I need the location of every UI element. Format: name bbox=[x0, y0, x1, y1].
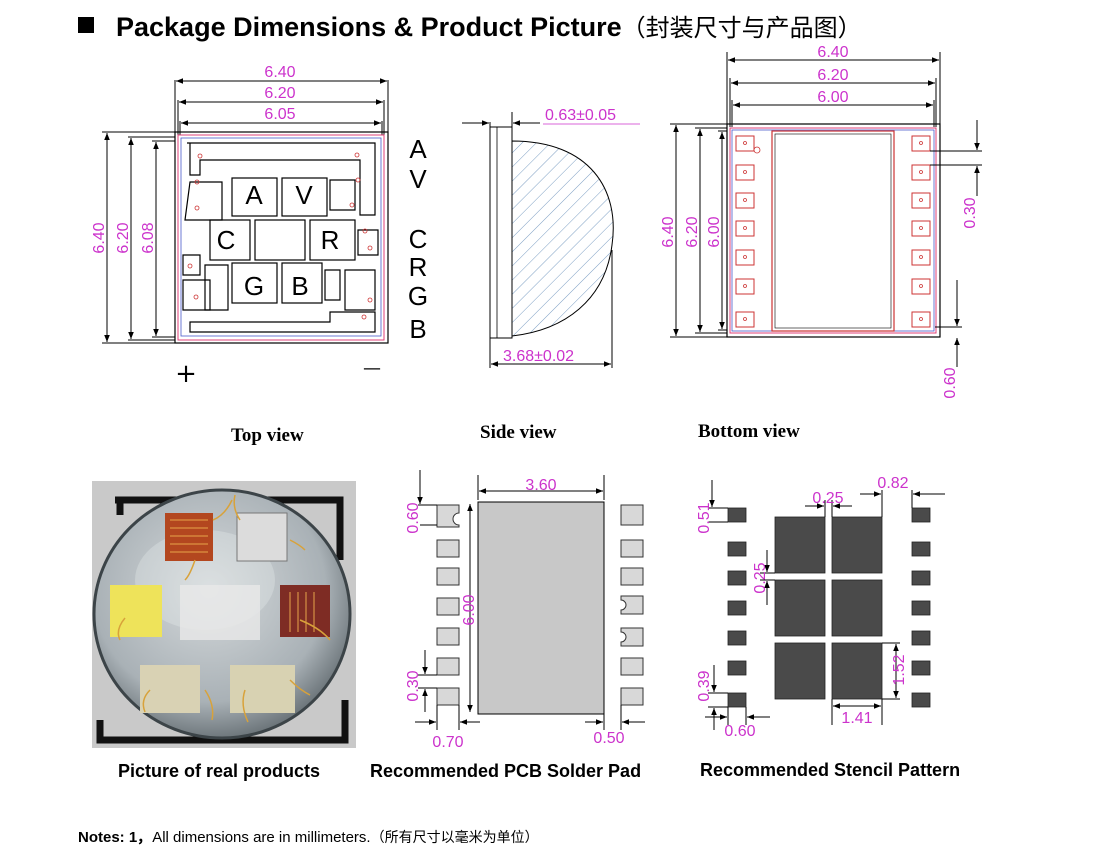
cathode-minus: — bbox=[363, 358, 381, 379]
side-top-dim: 0.63±0.05 bbox=[545, 107, 616, 124]
pad-gap-dim: 0.30 bbox=[405, 670, 422, 701]
side-label-c: C bbox=[409, 224, 428, 254]
pad-edge-dim: 0.50 bbox=[593, 730, 624, 747]
bottom-view-caption: Bottom view bbox=[698, 421, 800, 442]
side-bottom-dim: 3.68±0.02 bbox=[503, 348, 574, 365]
top-dim-w-3: 6.05 bbox=[264, 106, 295, 123]
bottom-dim-h-1: 6.40 bbox=[660, 216, 677, 247]
pad-width-dim: 3.60 bbox=[525, 477, 556, 494]
stencil-gap-x-dim: 0.25 bbox=[812, 490, 843, 507]
chip-c: C bbox=[217, 225, 236, 255]
bottom-dim-w-1: 6.40 bbox=[817, 44, 848, 61]
pad-height-dim: 6.00 bbox=[461, 594, 478, 625]
side-view: 0.63±0.05 3.68±0.02 bbox=[462, 107, 640, 368]
bottom-dim-w-3: 6.00 bbox=[817, 89, 848, 106]
stencil-bottom-dim: 0.39 bbox=[696, 670, 713, 701]
stencil-pad-h-dim: 1.52 bbox=[891, 654, 908, 685]
side-label-v: V bbox=[409, 164, 427, 194]
bottom-edge-dim: 0.60 bbox=[942, 367, 959, 398]
top-dim-w-2: 6.20 bbox=[264, 85, 295, 102]
top-view-caption: Top view bbox=[231, 425, 304, 446]
chip-v: V bbox=[295, 180, 313, 210]
bottom-pads-right bbox=[911, 135, 931, 328]
pad-w-dim: 0.70 bbox=[432, 734, 463, 751]
bottom-pads-left bbox=[735, 135, 755, 328]
side-label-g: G bbox=[408, 281, 428, 311]
stencil-top-dim: 0.51 bbox=[696, 502, 713, 533]
side-view-caption: Side view bbox=[480, 422, 557, 443]
stencil-caption: Recommended Stencil Pattern bbox=[700, 760, 961, 780]
bottom-dim-w-2: 6.20 bbox=[817, 67, 848, 84]
solder-pad-caption: Recommended PCB Solder Pad bbox=[370, 761, 642, 781]
stencil-gap-y-dim: 0.25 bbox=[752, 562, 769, 593]
anode-plus: + bbox=[175, 359, 197, 389]
bottom-pitch-dim: 0.30 bbox=[962, 197, 979, 228]
notes: Notes: 1，All dimensions are in millimete… bbox=[78, 829, 539, 846]
product-photo bbox=[92, 481, 356, 748]
chip-a: A bbox=[245, 180, 263, 210]
photo-caption: Picture of real products bbox=[118, 761, 321, 781]
top-dim-h-3: 6.08 bbox=[140, 222, 157, 253]
chip-r: R bbox=[321, 225, 340, 255]
square-bullet-icon bbox=[78, 17, 94, 33]
top-dim-w-1: 6.40 bbox=[264, 64, 295, 81]
bottom-dim-h-2: 6.20 bbox=[684, 216, 701, 247]
side-label-a: A bbox=[409, 134, 427, 164]
chip-b: B bbox=[291, 271, 308, 301]
top-dim-h-1: 6.40 bbox=[91, 222, 108, 253]
stencil-width-dim: 0.82 bbox=[877, 475, 908, 492]
side-label-b: B bbox=[409, 314, 426, 344]
stencil-pad-side-dim: 0.60 bbox=[724, 723, 755, 740]
chip-g: G bbox=[244, 271, 264, 301]
pad-top-dim: 0.60 bbox=[405, 502, 422, 533]
bottom-view: 6.40 6.20 6.00 6.40 6.20 6.00 bbox=[660, 44, 982, 399]
top-dim-h-2: 6.20 bbox=[115, 222, 132, 253]
top-view: 6.40 6.20 6.05 6.40 6.20 6.08 bbox=[91, 64, 428, 389]
pcb-solder-pad: 3.60 0.60 6.00 0.30 0.70 0.50 bbox=[405, 470, 645, 751]
page-title: Package Dimensions & Product Picture（封装尺… bbox=[78, 8, 862, 43]
stencil-pattern: 0.51 0.25 0.82 0.25 0.39 1.52 1.41 bbox=[696, 475, 945, 740]
stencil-pad-w-dim: 1.41 bbox=[841, 710, 872, 727]
side-label-r: R bbox=[409, 252, 428, 282]
bottom-dim-h-3: 6.00 bbox=[706, 216, 723, 247]
